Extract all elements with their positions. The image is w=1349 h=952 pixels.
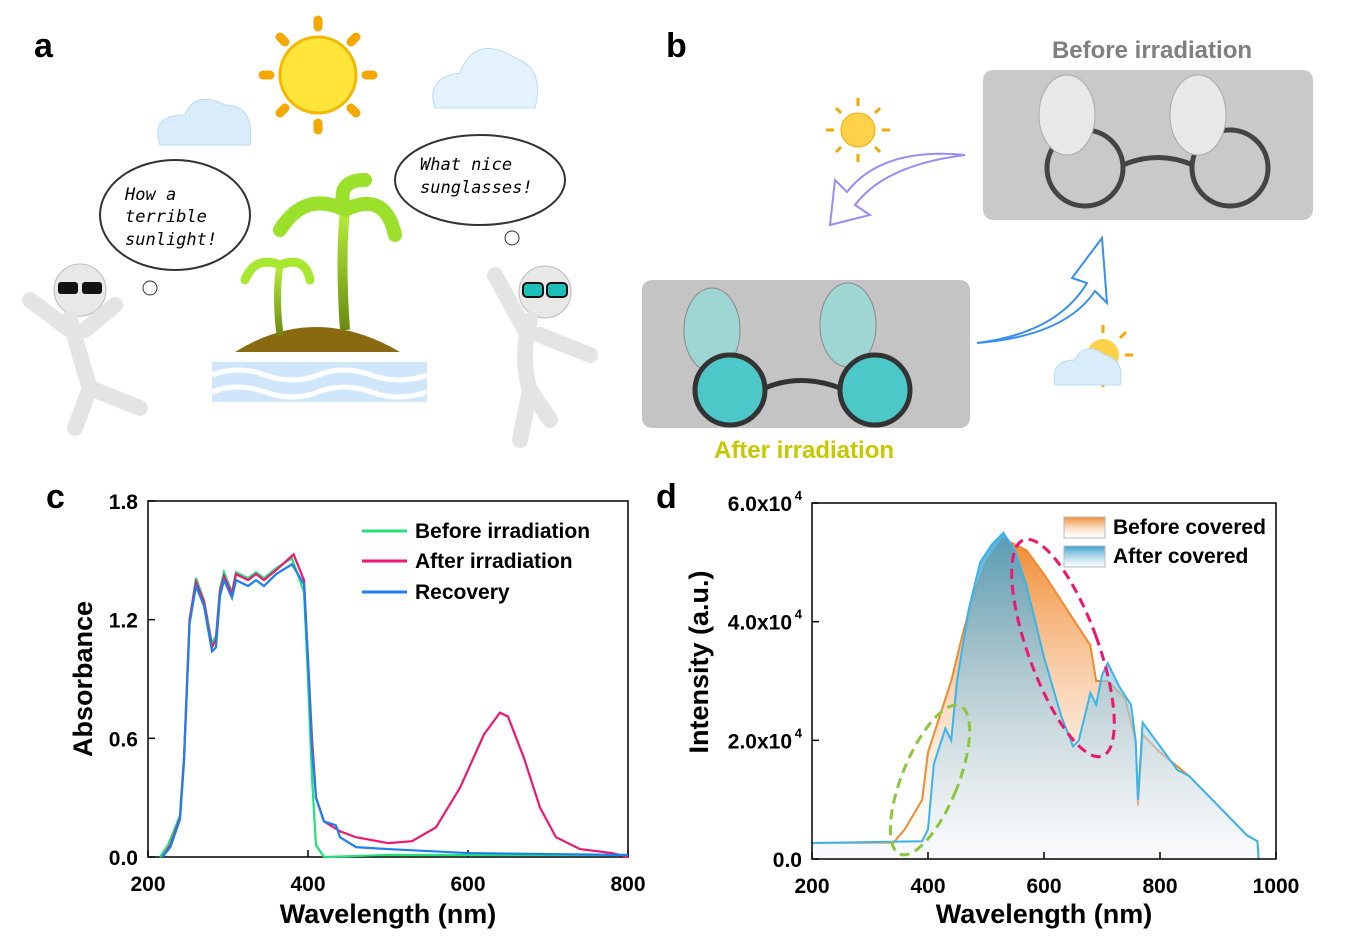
sun-icon <box>258 15 378 135</box>
x-tick-label: 600 <box>450 873 485 896</box>
cloud-icon <box>432 48 538 109</box>
y-tick-label: 2.0x10 <box>728 730 792 753</box>
x-axis-title: Wavelength (nm) <box>280 899 497 929</box>
x-tick-label: 800 <box>1142 875 1177 898</box>
panel-label-b: b <box>666 27 687 65</box>
y-tick-label: 1.8 <box>109 491 139 514</box>
bubble-right-line-2: sunglasses! <box>420 178 533 198</box>
plot-frame <box>147 500 629 858</box>
legend-label: After covered <box>1113 545 1248 568</box>
legend-label: Recovery <box>415 581 510 604</box>
cloud-sun-icon <box>1053 325 1133 387</box>
series-area-after-covered <box>812 532 1259 859</box>
legend-label: Before covered <box>1113 516 1266 539</box>
before-irradiation-label: Before irradiation <box>1052 37 1252 64</box>
after-irradiation-label: After irradiation <box>714 437 894 464</box>
series-line-recovery <box>161 562 629 858</box>
x-tick-label: 400 <box>910 875 945 898</box>
series-line-before-covered <box>812 537 1260 860</box>
panel-label-d: d <box>656 478 677 516</box>
bubble-left-line-3: sunlight! <box>125 230 217 250</box>
y-tick-exponent: 4 <box>795 725 803 740</box>
legend-label: After irradiation <box>415 550 573 573</box>
person-right-icon <box>487 265 598 448</box>
y-axis-title: Absorbance <box>68 601 98 757</box>
x-tick-label: 200 <box>794 875 829 898</box>
x-axis-title: Wavelength (nm) <box>936 899 1153 929</box>
arrow-irradiation-icon <box>828 152 966 227</box>
glasses-photo-before <box>983 70 1313 220</box>
green-dashed-ellipse <box>888 703 972 857</box>
y-tick-exponent: 4 <box>795 607 803 622</box>
x-tick-label: 1000 <box>1253 875 1300 898</box>
absorbance-chart: 200 400 600 800 0.0 0.6 1.2 1.8 Wavelength (nm)… <box>68 491 646 929</box>
panel-a-illustration: How a terrible sunlight! What nice sungl… <box>22 15 598 448</box>
thought-bubble-left <box>99 159 251 271</box>
x-tick-label: 800 <box>610 873 645 896</box>
bubble-left-line-2: terrible <box>125 207 207 227</box>
panel-b-illustration: Before irradiation After irradiation <box>642 37 1313 464</box>
y-tick-label: 0.6 <box>109 728 138 751</box>
y-tick-label: 0.0 <box>109 847 138 870</box>
series-line-after-covered <box>811 531 1260 860</box>
pink-dashed-ellipse <box>1010 537 1116 759</box>
panel-label-c: c <box>46 478 65 516</box>
legend-label: Before irradiation <box>415 520 590 543</box>
bubble-right-line-1: What nice <box>420 155 512 175</box>
thought-bubble-right <box>394 134 566 226</box>
panel-label-a: a <box>34 27 54 65</box>
sun-icon <box>826 98 890 162</box>
y-tick-label: 6.0x10 <box>728 493 792 516</box>
bubble-left-line-1: How a <box>124 185 176 205</box>
x-tick-label: 200 <box>130 873 165 896</box>
cloud-icon <box>157 98 252 146</box>
y-tick-label: 1.2 <box>109 610 138 633</box>
y-tick-label: 0.0 <box>773 849 802 872</box>
person-left-icon <box>22 263 148 436</box>
x-tick-label: 400 <box>290 873 325 896</box>
x-tick-label: 600 <box>1026 875 1061 898</box>
series-line-before-irradiation <box>159 556 628 859</box>
legend: Before irradiation After irradiation Rec… <box>362 520 590 604</box>
legend: Before covered After covered <box>1063 516 1266 568</box>
y-tick-label: 4.0x10 <box>728 612 792 635</box>
y-tick-exponent: 4 <box>795 488 803 503</box>
arrow-recovery-icon <box>976 235 1109 344</box>
y-axis-title: Intensity (a.u.) <box>684 570 714 753</box>
legend-swatch-after-covered <box>1063 545 1106 568</box>
legend-swatch-before-covered <box>1063 516 1106 539</box>
palm-island-icon <box>211 173 428 402</box>
